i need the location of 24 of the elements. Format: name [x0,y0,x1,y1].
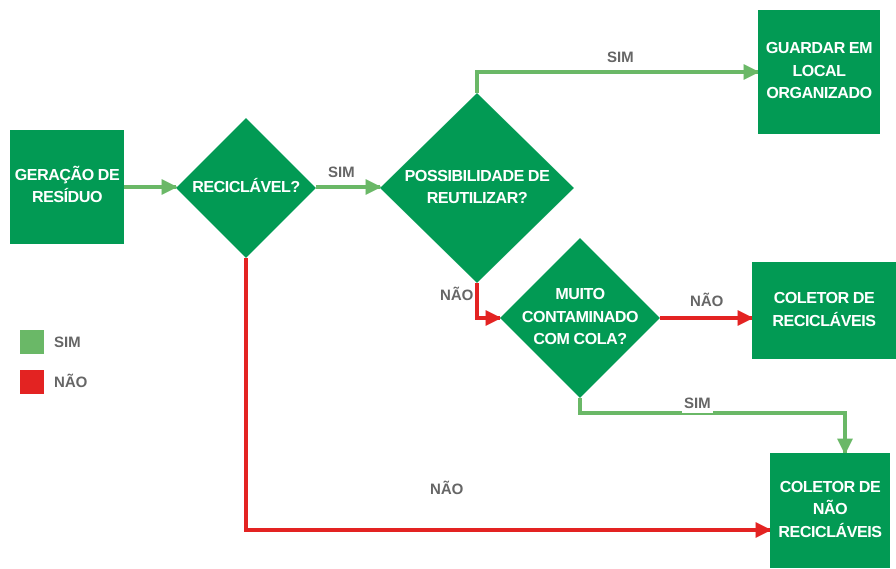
arrow [316,179,382,195]
arrow [244,258,772,538]
node-text: RECICLÁVEL? [192,176,300,198]
arrow [660,310,754,326]
process-box [752,262,896,359]
arrow [475,64,760,93]
process-box [10,130,124,244]
node-text: COLETOR DE NÃO RECICLÁVEIS [777,478,883,543]
edge-label: SIM [682,396,713,412]
process-box [758,10,880,134]
arrow [578,398,853,455]
arrow [124,179,178,195]
node-text: COLETOR DE RECICLÁVEIS [771,289,877,332]
node-text: POSSIBILIDADE DE REUTILIZAR? [404,166,550,209]
arrow [475,283,502,326]
process-box [770,453,890,568]
decision-diamond [380,93,574,283]
node-text: GERAÇÃO DE RESÍDUO [14,164,120,208]
legend-label: NÃO [54,374,88,391]
decision-diamond [176,118,316,258]
legend-label: SIM [54,334,81,351]
decision-diamond [500,238,660,398]
node-text: GUARDAR EM LOCAL ORGANIZADO [764,39,874,104]
node-text: MUITO CONTAMINADO COM COLA? [520,285,640,350]
